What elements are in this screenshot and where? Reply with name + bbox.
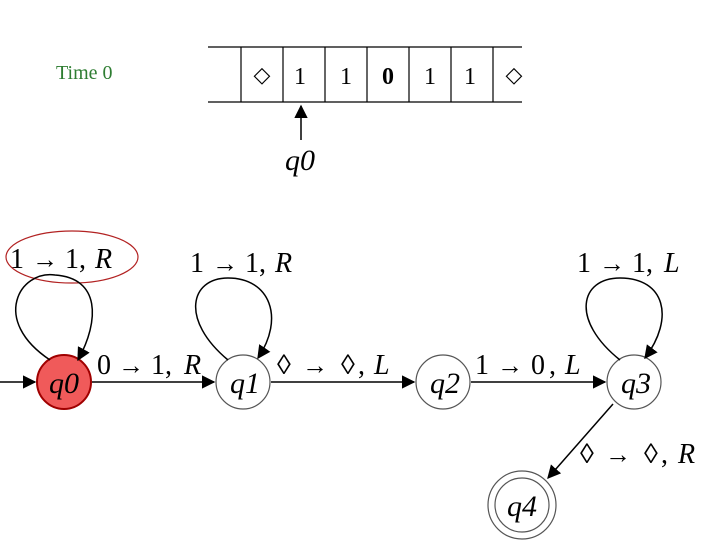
label-move: R [274,248,292,279]
label-move: R [183,350,201,381]
state-circle [606,354,662,410]
label-read: ◊ [580,439,594,470]
label-arrow: → [118,351,144,380]
label-q0-loop: 1 → 1 , R [10,244,112,275]
label-write: ◊ [644,439,658,470]
tape-head: q0 [285,104,315,177]
state-label: q0 [49,367,79,400]
label-sep: , [549,350,556,381]
label-sep: , [259,248,266,279]
head-state-label: q0 [285,144,315,177]
label-write: 0 [531,350,545,381]
label-move: R [677,439,695,470]
label-q1-loop: 1 → 1 , R [190,248,292,279]
loop-q0 [15,274,94,362]
label-arrow: → [599,249,625,278]
transition-labels: 1 → 1 , R 1 → 1 , R 1 → 1 , L 0 → 1 , R [10,244,695,470]
tape: ◇ 1 1 0 1 1 ◇ [208,46,523,103]
label-arrow: → [212,249,238,278]
label-write: 1 [151,350,165,381]
loop-q3 [585,277,663,361]
tape-cell-4: 1 [424,64,436,90]
tape-cell-6: ◇ [506,62,523,87]
label-q0-q1: 0 → 1 , R [97,350,201,381]
state-q3: q3 [606,354,662,410]
label-read: 1 [190,248,204,279]
tape-cell-1: 1 [294,64,306,90]
label-sep: , [646,248,653,279]
state-label: q1 [230,367,260,400]
state-q4: q4 [487,470,557,540]
state-circle [415,354,471,410]
label-read: 1 [10,244,24,275]
label-q3-loop: 1 → 1 , L [577,248,680,279]
tape-cell-3: 0 [382,64,394,90]
state-q2: q2 [415,354,471,410]
state-q1: q1 [215,354,271,410]
state-circle [494,477,550,533]
time-label: Time 0 [56,62,113,84]
label-sep: , [358,350,365,381]
highlight-ellipse [5,230,139,284]
label-q1-q2: ◊ → ◊ , L [277,350,390,381]
state-circle [215,354,271,410]
label-arrow: → [605,440,631,469]
label-read: 0 [97,350,111,381]
label-move: L [373,350,390,381]
edge-q3-q4 [547,403,614,480]
state-circle [36,354,92,410]
loop-q1 [195,277,273,361]
label-read: ◊ [277,350,291,381]
label-move: R [94,244,112,275]
state-label: q3 [621,367,651,400]
label-write: 1 [245,248,259,279]
label-arrow: → [497,351,523,380]
tape-cell-0: ◇ [254,62,271,87]
label-arrow: → [32,245,58,274]
label-move: L [663,248,680,279]
label-sep: , [661,439,668,470]
label-read: 1 [577,248,591,279]
label-q2-q3: 1 → 0 , L [475,350,581,381]
label-write: 1 [65,244,79,275]
label-read: 1 [475,350,489,381]
state-label: q2 [430,367,460,400]
tape-cell-2: 1 [340,64,352,90]
label-q3-q4: ◊ → ◊ , R [580,439,695,470]
label-sep: , [79,244,86,275]
state-q0: q0 [36,354,92,410]
label-write: ◊ [341,350,355,381]
state-label: q4 [507,490,537,523]
label-write: 1 [632,248,646,279]
label-move: L [564,350,581,381]
tape-cell-5: 1 [464,64,476,90]
label-arrow: → [302,351,328,380]
label-sep: , [165,350,172,381]
